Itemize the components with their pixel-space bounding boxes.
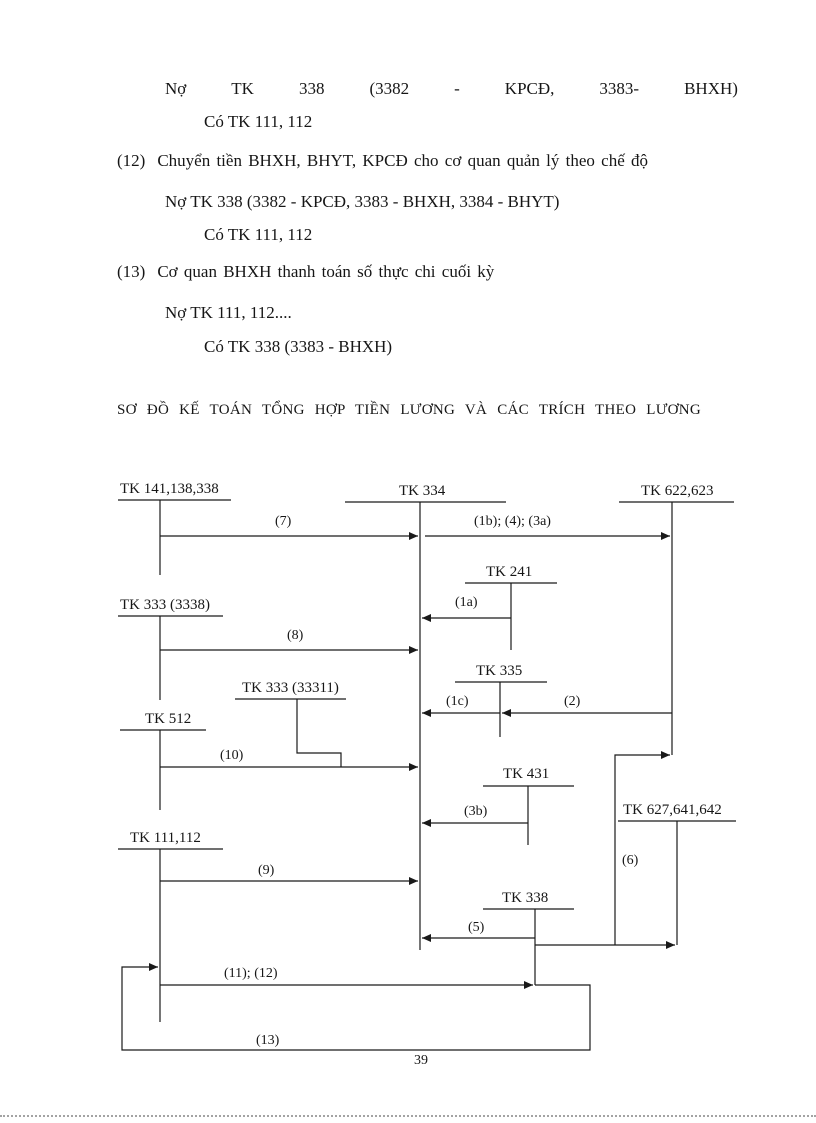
bottom-dotted-separator xyxy=(0,1115,816,1117)
flow-label-8: (8) xyxy=(287,628,304,643)
taccount-338 xyxy=(483,908,574,985)
flow-13-arrow xyxy=(121,963,591,1051)
entry11-credit-line: Có TK 111, 112 xyxy=(204,112,313,131)
entry11-debit-line: Nợ TK 338 (3382 - KPCĐ, 3383- BHXH) xyxy=(165,78,738,99)
account-label-141-138-338: TK 141,138,338 xyxy=(120,481,219,497)
account-label-333-3338: TK 333 (3338) xyxy=(120,597,210,613)
entry12-debit-line: Nợ TK 338 (3382 - KPCĐ, 3383 - BHXH, 338… xyxy=(165,192,560,211)
taccount-141-138-338 xyxy=(118,499,231,575)
account-label-431: TK 431 xyxy=(503,766,550,782)
flow-label-1a: (1a) xyxy=(455,595,478,610)
account-label-333-33311: TK 333 (33311) xyxy=(242,680,339,696)
account-label-622-623: TK 622,623 xyxy=(641,483,714,499)
entry11-word: (3382 xyxy=(369,79,410,98)
flow-6-arrow-upper xyxy=(614,751,670,945)
diagram-title: SƠ ĐỒ KẾ TOÁN TỔNG HỢP TIỀN LƯƠNG VÀ CÁC… xyxy=(117,402,702,418)
flow-label-10: (10) xyxy=(220,748,244,763)
account-label-335: TK 335 xyxy=(476,663,523,679)
flow-label-6: (6) xyxy=(622,853,639,868)
item12-line: (12) Chuyển tiền BHXH, BHYT, KPCĐ cho cơ… xyxy=(117,150,648,171)
taccount-431 xyxy=(483,785,574,845)
flow-label-13: (13) xyxy=(256,1033,280,1048)
account-label-627-641-642: TK 627,641,642 xyxy=(623,802,722,818)
flow-label-1c: (1c) xyxy=(446,694,469,709)
flow-label-3b: (3b) xyxy=(464,804,488,819)
page-number: 39 xyxy=(414,1053,428,1068)
flow-label-11-12: (11); (12) xyxy=(224,966,278,981)
account-label-334: TK 334 xyxy=(399,483,446,499)
item13-text: Cơ quan BHXH thanh toán số thực chi cuối… xyxy=(157,262,495,281)
entry11-word: BHXH) xyxy=(684,79,738,98)
taccount-334 xyxy=(345,501,506,950)
flow-label-5: (5) xyxy=(468,920,485,935)
flow-label-9: (9) xyxy=(258,863,275,878)
taccount-335 xyxy=(455,681,547,737)
taccount-241 xyxy=(465,582,557,650)
item12-number: (12) xyxy=(117,151,146,170)
taccount-333-33311 xyxy=(235,698,346,767)
taccount-512 xyxy=(120,729,206,810)
taccount-627-641-642 xyxy=(618,820,736,945)
taccount-111-112 xyxy=(118,848,223,1022)
entry12-credit-line: Có TK 111, 112 xyxy=(204,225,313,244)
taccount-622-623 xyxy=(619,501,734,755)
flow-label-1b-4-3a: (1b); (4); (3a) xyxy=(474,514,551,529)
flow-label-7: (7) xyxy=(275,514,292,529)
entry13-debit-line: Nợ TK 111, 112.... xyxy=(165,303,292,322)
entry11-word: KPCĐ, xyxy=(504,79,555,98)
account-label-338: TK 338 xyxy=(502,890,549,906)
item13-number: (13) xyxy=(117,262,146,281)
entry11-word: Nợ xyxy=(165,79,187,98)
account-label-241: TK 241 xyxy=(486,564,533,580)
account-label-111-112: TK 111,112 xyxy=(130,830,201,846)
entry13-credit-line: Có TK 338 (3383 - BHXH) xyxy=(204,337,393,356)
entry11-word: 338 xyxy=(298,79,325,98)
entry11-word: 3383- xyxy=(599,79,640,98)
entry11-word: TK xyxy=(231,79,254,98)
flow-label-2: (2) xyxy=(564,694,581,709)
entry11-word: - xyxy=(454,79,460,98)
item12-text: Chuyển tiền BHXH, BHYT, KPCĐ cho cơ quan… xyxy=(157,151,648,170)
account-label-512: TK 512 xyxy=(145,711,192,727)
taccount-333-3338 xyxy=(118,615,223,700)
item13-line: (13) Cơ quan BHXH thanh toán số thực chi… xyxy=(117,261,494,282)
